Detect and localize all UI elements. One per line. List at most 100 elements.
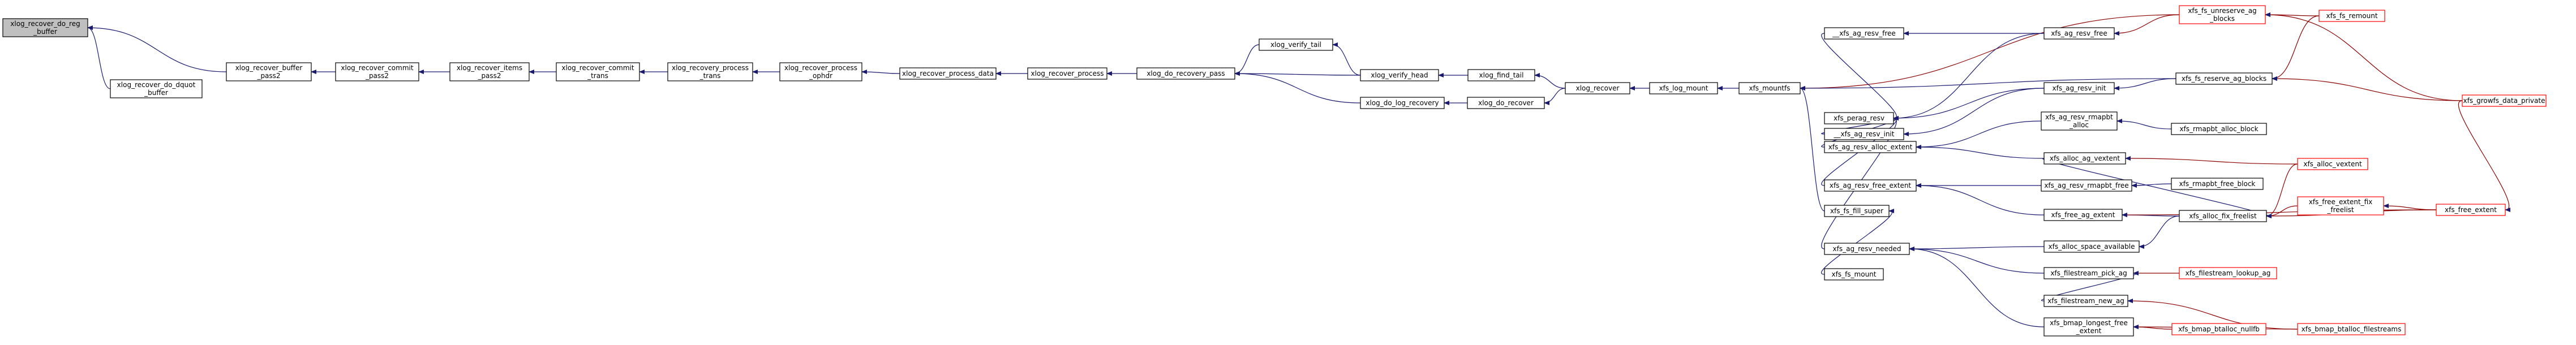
node-label: xfs_rmapbt_free_block xyxy=(2179,180,2256,188)
node-xfs-ag-resv-free-extent[interactable]: xfs_ag_resv_free_extent xyxy=(1824,179,1917,192)
edge-n13-to-n10 xyxy=(1234,71,1361,104)
node-xfs-ag-resv-alloc-extent[interactable]: xfs_ag_resv_alloc_extent xyxy=(1824,141,1917,153)
node-label: xfs_ag_resv_rmapbt_free xyxy=(2044,182,2128,189)
node-xfs-mountfs[interactable]: xfs_mountfs xyxy=(1738,82,1801,94)
node-xfs-fs-fill-super[interactable]: xfs_fs_fill_super xyxy=(1824,205,1890,217)
node-xlog-do-log-recovery[interactable]: xlog_do_log_recovery xyxy=(1360,97,1445,109)
node-xlog-recover-do-reg-buffer[interactable]: xlog_recover_do_reg_buffer xyxy=(2,18,88,37)
node-label: _trans xyxy=(587,72,608,80)
node-box xyxy=(1824,179,1917,192)
node-xfs-bmap-btalloc-nullfb[interactable]: xfs_bmap_btalloc_nullfb xyxy=(2171,323,2266,335)
node-xlog-recover-process-data[interactable]: xlog_recover_process_data xyxy=(899,67,997,80)
node-label: xfs_bmap_longest_free xyxy=(2050,319,2128,327)
node-xfs-growfs-data-private[interactable]: xfs_growfs_data_private xyxy=(2462,94,2547,107)
node-box xyxy=(2297,323,2406,335)
node-xfs-fs-remount[interactable]: xfs_fs_remount xyxy=(2319,10,2385,22)
node-xfs-ag-resv-rmapbt-alloc[interactable]: xfs_ag_resv_rmapbt_alloc xyxy=(2041,111,2118,131)
node-label: xfs_alloc_ag_vextent xyxy=(2050,154,2120,162)
node-box xyxy=(2043,209,2123,221)
node-box xyxy=(1824,112,1894,124)
edge-n40-to-n22 xyxy=(2272,76,2463,101)
node-xlog-do-recovery-pass[interactable]: xlog_do_recovery_pass xyxy=(1136,67,1235,80)
node-box xyxy=(1824,268,1884,281)
node-xfs-ag-resv-init[interactable]: __xfs_ag_resv_init xyxy=(1824,128,1904,140)
node-xfs-perag-resv[interactable]: xfs_perag_resv xyxy=(1824,112,1894,124)
node-xlog-recover-commit-trans[interactable]: xlog_recover_commit_trans xyxy=(556,62,640,81)
node-xfs-fs-mount[interactable]: xfs_fs_mount xyxy=(1824,268,1884,281)
node-xfs-ag-resv-rmapbt-free[interactable]: xfs_ag_resv_rmapbt_free xyxy=(2041,179,2132,192)
node-xfs-ag-resv-free[interactable]: __xfs_ag_resv_free xyxy=(1824,27,1904,40)
node-box xyxy=(1360,69,1439,81)
node-xlog-recover-commit-pass2[interactable]: xlog_recover_commit_pass2 xyxy=(335,62,419,81)
node-xfs-bmap-longest-free-extent[interactable]: xfs_bmap_longest_free_extent xyxy=(2043,317,2134,337)
node-xfs-ag-resv-free[interactable]: xfs_ag_resv_free xyxy=(2043,27,2115,40)
edge-n22-to-n18 xyxy=(1800,78,2176,90)
node-xfs-fs-reserve-ag-blocks[interactable]: xfs_fs_reserve_ag_blocks xyxy=(2175,72,2273,85)
node-box xyxy=(2179,210,2267,222)
node-label: _alloc xyxy=(2069,121,2089,129)
node-label: xlog_recover_do_dquot xyxy=(117,81,196,89)
node-label: xfs_perag_resv xyxy=(1834,114,1884,122)
node-label: xfs_fs_unreserve_ag xyxy=(2188,7,2256,15)
node-label: xlog_do_recovery_pass xyxy=(1147,70,1225,77)
node-xfs-bmap-btalloc-filestreams[interactable]: xfs_bmap_btalloc_filestreams xyxy=(2297,323,2406,335)
edge xyxy=(2458,100,2511,212)
node-label: xfs_filestream_new_ag xyxy=(2047,297,2124,305)
node-label: xfs_bmap_btalloc_filestreams xyxy=(2302,325,2402,333)
node-xfs-alloc-vextent[interactable]: xfs_alloc_vextent xyxy=(2297,158,2368,170)
node-label: _pass2 xyxy=(477,72,501,80)
node-box xyxy=(2297,196,2384,215)
node-xfs-rmapbt-free-block[interactable]: xfs_rmapbt_free_block xyxy=(2171,178,2264,190)
node-xfs-rmapbt-alloc-block[interactable]: xfs_rmapbt_alloc_block xyxy=(2171,123,2267,135)
node-xlog-recover-do-dquot-buffer[interactable]: xlog_recover_do_dquot_buffer xyxy=(110,79,203,98)
node-label: xfs_ag_resv_alloc_extent xyxy=(1828,143,1913,151)
node-xfs-filestream-lookup-ag[interactable]: xfs_filestream_lookup_ag xyxy=(2179,267,2277,279)
node-xlog-recover-process[interactable]: xlog_recover_process xyxy=(1027,67,1107,80)
node-xlog-verify-head[interactable]: xlog_verify_head xyxy=(1360,69,1439,81)
node-xlog-find-tail[interactable]: xlog_find_tail xyxy=(1467,69,1535,81)
node-xfs-alloc-space-available[interactable]: xfs_alloc_space_available xyxy=(2043,240,2140,253)
node-xfs-alloc-ag-vextent[interactable]: xfs_alloc_ag_vextent xyxy=(2043,152,2126,165)
edge-n41-to-n27 xyxy=(2116,119,2172,130)
node-xlog-recover[interactable]: xlog_recover xyxy=(1565,82,1630,94)
node-label: xlog_verify_head xyxy=(1371,71,1428,79)
edge xyxy=(1916,145,2045,159)
node-xfs-alloc-fix-freelist[interactable]: xfs_alloc_fix_freelist xyxy=(2179,210,2267,222)
node-label: xfs_alloc_vextent xyxy=(2303,160,2362,168)
edge xyxy=(2265,12,2463,101)
node-xfs-fs-unreserve-ag-blocks[interactable]: xfs_fs_unreserve_ag_blocks xyxy=(2179,5,2266,24)
node-xfs-ag-resv-init[interactable]: xfs_ag_resv_init xyxy=(2043,82,2115,94)
node-xfs-ag-resv-needed[interactable]: xfs_ag_resv_needed xyxy=(1824,243,1910,255)
node-xfs-free-extent[interactable]: xfs_free_extent xyxy=(2436,204,2506,216)
node-xlog-recover-process-ophdr[interactable]: xlog_recover_process_ophdr xyxy=(779,62,862,81)
node-xlog-do-recover[interactable]: xlog_do_recover xyxy=(1467,97,1545,109)
node-label: xfs_free_extent_fix xyxy=(2309,198,2373,206)
edge xyxy=(2116,119,2172,130)
node-xlog-recover-buffer-pass2[interactable]: xlog_recover_buffer_pass2 xyxy=(226,62,312,81)
node-xlog-recover-items-pass2[interactable]: xlog_recover_items_pass2 xyxy=(449,62,530,81)
node-box xyxy=(110,79,203,98)
node-box xyxy=(2043,82,2115,94)
node-xlog-recovery-process-trans[interactable]: xlog_recovery_process_trans xyxy=(667,62,753,81)
edge-n16-to-n14 xyxy=(1534,73,1566,89)
node-xfs-filestream-new-ag[interactable]: xfs_filestream_new_ag xyxy=(2043,295,2128,307)
edge-n38-to-n33 xyxy=(1909,247,2045,327)
node-label: xfs_bmap_btalloc_nullfb xyxy=(2178,325,2260,333)
node-xfs-free-extent-fix-freelist[interactable]: xfs_free_extent_fix_freelist xyxy=(2297,196,2384,215)
node-label: xlog_recover_items xyxy=(457,64,522,72)
node-xlog-verify-tail[interactable]: xlog_verify_tail xyxy=(1259,38,1333,51)
edge-n44-to-n34 xyxy=(2139,215,2180,249)
node-label: xfs_fs_mount xyxy=(1831,270,1876,278)
edge-n21-to-n25 xyxy=(1893,33,2045,120)
edge-n42-to-n28 xyxy=(2125,156,2298,165)
node-xfs-log-mount[interactable]: xfs_log_mount xyxy=(1649,82,1718,94)
node-box xyxy=(1824,27,1904,40)
node-label: _buffer xyxy=(33,28,57,36)
edge-n8-to-n7 xyxy=(861,70,900,75)
edge-n19-to-n21 xyxy=(2114,14,2180,36)
node-xfs-free-ag-extent[interactable]: xfs_free_ag_extent xyxy=(2043,209,2123,221)
node-box xyxy=(1824,205,1890,217)
node-xfs-filestream-pick-ag[interactable]: xfs_filestream_pick_ag xyxy=(2043,267,2134,279)
node-box xyxy=(1649,82,1718,94)
